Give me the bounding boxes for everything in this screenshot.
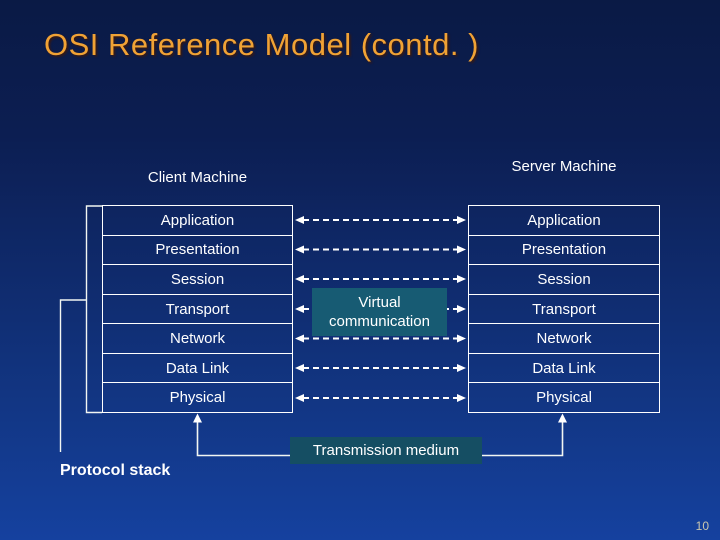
- server-machine-label: Server Machine: [511, 158, 617, 175]
- client-layer-session: Session: [103, 264, 292, 294]
- client-machine-label: Client Machine: [147, 169, 248, 186]
- protocol-stack-bracket: [59, 205, 102, 452]
- arrow-application: [295, 216, 466, 224]
- server-layer-network: Network: [469, 323, 659, 353]
- slide-title: OSI Reference Model (contd. ): [44, 27, 479, 62]
- client-layer-network: Network: [103, 323, 292, 353]
- client-layer-presentation: Presentation: [103, 234, 292, 265]
- server-layer-presentation: Presentation: [469, 234, 659, 265]
- arrow-session: [295, 275, 466, 283]
- protocol-stack-label: Protocol stack: [60, 462, 171, 479]
- page-number: 10: [695, 519, 709, 533]
- client-layer-stack: Application Presentation Session Transpo…: [102, 205, 293, 413]
- server-layer-application: Application: [527, 211, 601, 229]
- server-layer-session: Session: [469, 264, 659, 294]
- server-layer-datalink: Data Link: [469, 352, 659, 383]
- virtual-communication-callout: Virtual communication: [312, 288, 447, 336]
- server-layer-transport: Transport: [469, 293, 659, 324]
- arrow-datalink: [295, 364, 466, 372]
- arrow-presentation: [295, 245, 466, 254]
- server-layer-physical: Physical: [469, 382, 659, 412]
- arrow-network: [295, 334, 466, 343]
- up-arrowhead-right: [558, 413, 567, 423]
- client-layer-transport: Transport: [103, 293, 292, 324]
- server-layer-stack: Application Presentation Session Transpo…: [468, 205, 660, 413]
- up-arrowhead-left: [193, 413, 202, 423]
- client-layer-application: Application: [160, 211, 235, 229]
- client-layer-datalink: Data Link: [103, 352, 292, 383]
- transmission-medium-callout: Transmission medium: [290, 437, 482, 464]
- client-layer-physical: Physical: [103, 382, 292, 412]
- arrow-physical: [295, 394, 466, 402]
